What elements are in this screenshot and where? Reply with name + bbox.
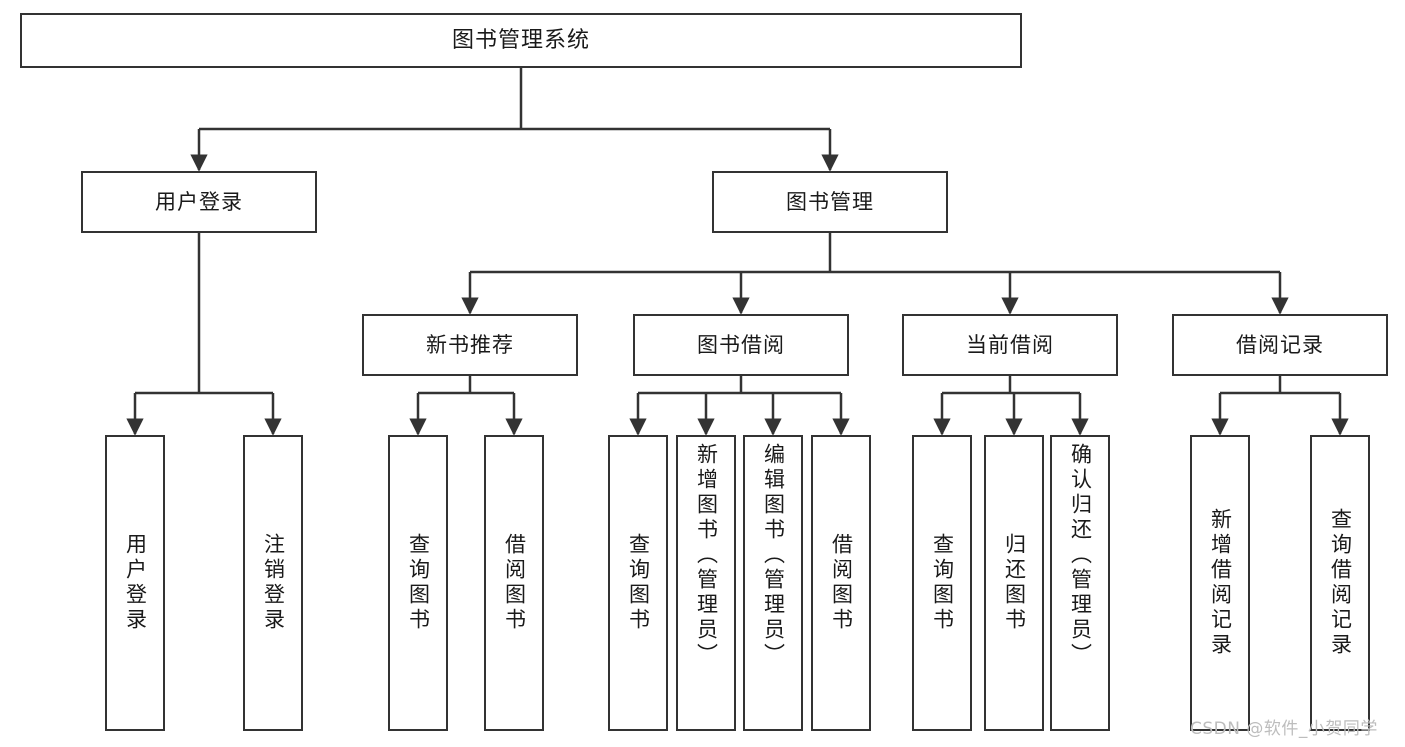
- node-newbook[interactable]: 新书推荐: [362, 314, 578, 376]
- node-label-wrap: 查询图书: [390, 437, 446, 729]
- node-label: 查询图书: [626, 533, 651, 633]
- node-label-wrap: 编辑图书（管理员）: [745, 437, 801, 729]
- node-root[interactable]: 图书管理系统: [20, 13, 1022, 68]
- node-leaf7[interactable]: 编辑图书（管理员）: [743, 435, 803, 731]
- node-leaf12[interactable]: 新增借阅记录: [1190, 435, 1250, 731]
- node-leaf4[interactable]: 借阅图书: [484, 435, 544, 731]
- node-label: 编辑图书（管理员）: [761, 443, 786, 668]
- node-label-wrap: 注销登录: [245, 437, 301, 729]
- node-bookmgmt[interactable]: 图书管理: [712, 171, 948, 233]
- node-label: 查询借阅记录: [1328, 508, 1353, 658]
- node-label-wrap: 图书管理系统: [22, 15, 1020, 66]
- node-label-wrap: 借阅图书: [813, 437, 869, 729]
- node-label-wrap: 查询图书: [610, 437, 666, 729]
- node-label-wrap: 新书推荐: [364, 316, 576, 374]
- node-label: 归还图书: [1002, 533, 1027, 633]
- node-label: 新增借阅记录: [1208, 508, 1233, 658]
- node-leaf1[interactable]: 用户登录: [105, 435, 165, 731]
- node-label-wrap: 借阅记录: [1174, 316, 1386, 374]
- node-label-wrap: 当前借阅: [904, 316, 1116, 374]
- node-label: 查询图书: [930, 533, 955, 633]
- node-label-wrap: 新增图书（管理员）: [678, 437, 734, 729]
- node-label-wrap: 用户登录: [107, 437, 163, 729]
- node-label-wrap: 用户登录: [83, 173, 315, 231]
- node-leaf5[interactable]: 查询图书: [608, 435, 668, 731]
- node-label: 查询图书: [406, 533, 431, 633]
- watermark-text: CSDN @软件_小贺同学: [1190, 719, 1378, 739]
- node-label: 图书管理系统: [451, 27, 590, 53]
- node-label: 图书管理: [786, 189, 874, 214]
- node-leaf13[interactable]: 查询借阅记录: [1310, 435, 1370, 731]
- node-label: 新增图书（管理员）: [694, 443, 719, 668]
- node-leaf10[interactable]: 归还图书: [984, 435, 1044, 731]
- node-label: 确认归还（管理员）: [1068, 443, 1093, 668]
- node-leaf2[interactable]: 注销登录: [243, 435, 303, 731]
- node-label: 借阅记录: [1236, 332, 1324, 357]
- node-label-wrap: 图书借阅: [635, 316, 847, 374]
- node-current[interactable]: 当前借阅: [902, 314, 1118, 376]
- node-label: 借阅图书: [829, 533, 854, 633]
- node-label-wrap: 图书管理: [714, 173, 946, 231]
- node-borrow[interactable]: 图书借阅: [633, 314, 849, 376]
- node-records[interactable]: 借阅记录: [1172, 314, 1388, 376]
- node-label-wrap: 确认归还（管理员）: [1052, 437, 1108, 729]
- node-leaf8[interactable]: 借阅图书: [811, 435, 871, 731]
- node-leaf6[interactable]: 新增图书（管理员）: [676, 435, 736, 731]
- node-leaf9[interactable]: 查询图书: [912, 435, 972, 731]
- node-label-wrap: 归还图书: [986, 437, 1042, 729]
- node-label: 注销登录: [261, 533, 286, 633]
- node-label-wrap: 查询借阅记录: [1312, 437, 1368, 729]
- node-leaf11[interactable]: 确认归还（管理员）: [1050, 435, 1110, 731]
- node-label: 当前借阅: [966, 332, 1054, 357]
- node-label: 新书推荐: [426, 332, 514, 357]
- node-label: 用户登录: [155, 189, 243, 214]
- node-leaf3[interactable]: 查询图书: [388, 435, 448, 731]
- node-label-wrap: 新增借阅记录: [1192, 437, 1248, 729]
- node-label: 用户登录: [123, 533, 148, 633]
- node-label: 借阅图书: [502, 533, 527, 633]
- node-label-wrap: 借阅图书: [486, 437, 542, 729]
- node-label: 图书借阅: [697, 332, 785, 357]
- node-login[interactable]: 用户登录: [81, 171, 317, 233]
- node-label-wrap: 查询图书: [914, 437, 970, 729]
